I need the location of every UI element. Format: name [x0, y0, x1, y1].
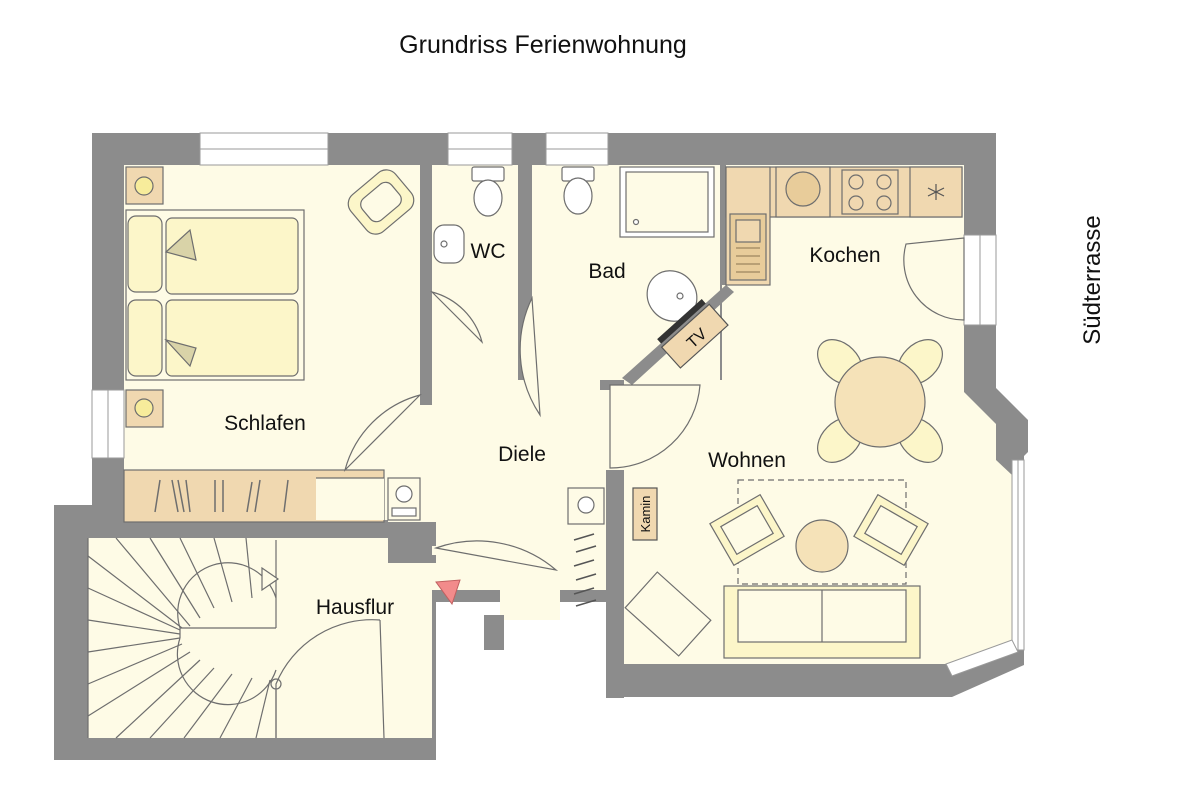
windows — [91, 132, 1025, 677]
kamin-label: Kamin — [638, 496, 653, 533]
fireplace: Kamin — [632, 487, 658, 541]
bedroom-furniture — [123, 166, 421, 523]
room-label-schlafen: Schlafen — [224, 412, 306, 435]
floor-diele — [420, 380, 624, 620]
dining-set — [817, 339, 943, 463]
door-swings — [343, 237, 965, 571]
hall-fixtures — [567, 487, 605, 607]
bathroom-fixtures — [433, 166, 715, 322]
stove-burner-icon — [785, 171, 821, 207]
room-label-wohnen: Wohnen — [708, 449, 786, 472]
staircase — [87, 537, 385, 739]
kitchen-counter — [725, 166, 963, 286]
lamp-icon — [134, 398, 154, 418]
entrance-marker-icon — [435, 579, 461, 606]
tv-unit: TV — [657, 298, 729, 369]
room-label-kochen: Kochen — [809, 244, 880, 267]
terrace-label: Südterrasse — [1079, 215, 1106, 344]
wc-toilet-tank — [471, 166, 505, 182]
wc-sink — [433, 224, 465, 264]
room-label-diele: Diele — [498, 443, 546, 466]
room-label-hausflur: Hausflur — [316, 596, 394, 619]
floor-hausflur-right — [388, 555, 432, 738]
plan-title: Grundriss Ferienwohnung — [399, 31, 687, 59]
wc-toilet — [473, 179, 503, 217]
room-label-bad: Bad — [588, 260, 625, 283]
room-label-wc: WC — [471, 240, 506, 263]
nightstand-bottom — [125, 389, 164, 428]
lamp-icon — [134, 176, 154, 196]
bad-toilet — [563, 177, 593, 215]
coffee-table — [795, 519, 849, 573]
side-table — [624, 571, 712, 657]
lounge-furniture — [624, 479, 929, 659]
dining-table — [834, 356, 926, 448]
floor-hausflur — [88, 538, 388, 738]
